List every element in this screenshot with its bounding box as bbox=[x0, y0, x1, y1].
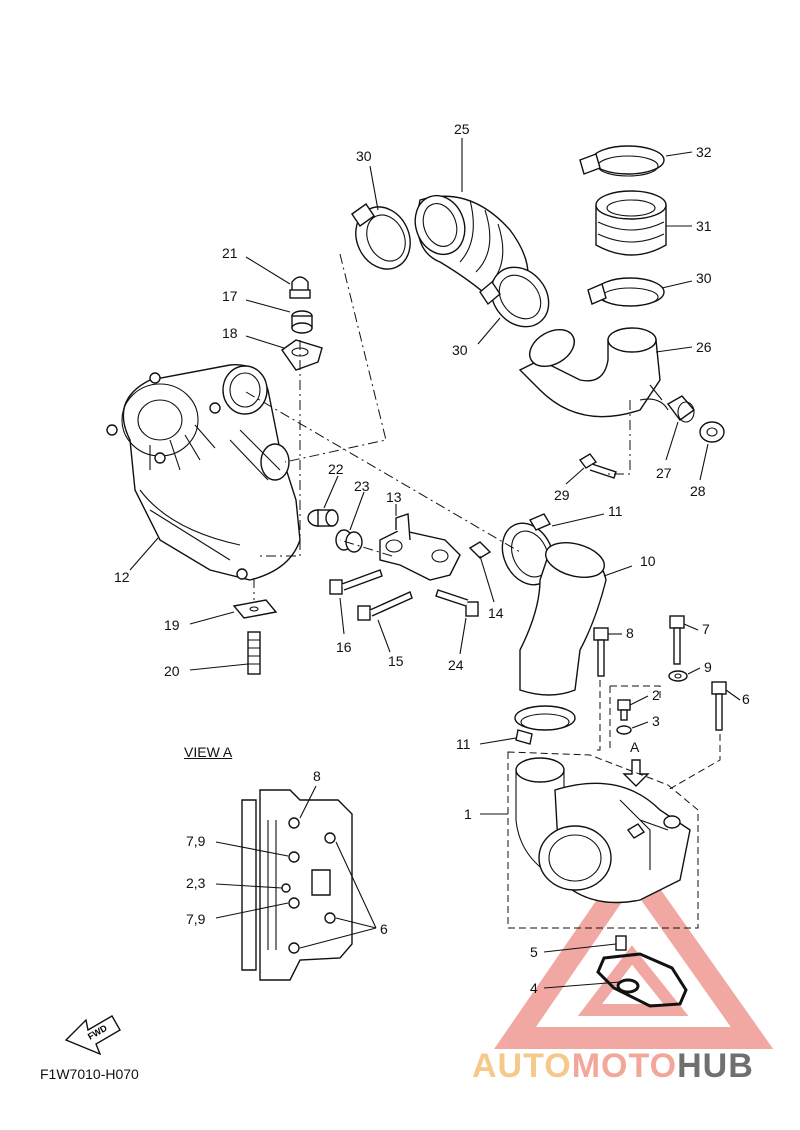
callout-11-bottom: 11 bbox=[456, 736, 471, 752]
callout-view-7-9-a: 7,9 bbox=[186, 833, 206, 849]
callout-10: 10 bbox=[640, 553, 656, 569]
callout-30-mid: 30 bbox=[452, 342, 468, 358]
grommet-27 bbox=[666, 395, 696, 423]
watermark-hub: HUB bbox=[677, 1047, 754, 1085]
callout-view-2-3: 2,3 bbox=[186, 875, 206, 891]
callout-7: 7 bbox=[702, 621, 710, 637]
clamp-11-bottom bbox=[514, 705, 576, 745]
dashed-frames bbox=[507, 680, 721, 929]
callout-view-6: 6 bbox=[380, 921, 388, 937]
sleeve-31 bbox=[595, 190, 667, 256]
leader-lines bbox=[129, 138, 741, 989]
plug-5 bbox=[615, 935, 627, 951]
fwd-arrow-icon: FWD bbox=[64, 1015, 121, 1056]
clamp-30-middle bbox=[479, 266, 550, 328]
callout-2: 2 bbox=[652, 687, 660, 703]
plate-19 bbox=[232, 599, 278, 619]
callout-view-7-9-b: 7,9 bbox=[186, 911, 206, 927]
bolt-24 bbox=[435, 589, 479, 617]
callout-9: 9 bbox=[704, 659, 712, 675]
watermark-text: AUTOMOTOHUB bbox=[472, 1047, 754, 1086]
watermark-moto: MOTO bbox=[571, 1047, 678, 1085]
callout-28: 28 bbox=[690, 483, 706, 499]
callout-4: 4 bbox=[530, 980, 538, 996]
grommet-18 bbox=[281, 339, 323, 371]
gasket-3 bbox=[616, 725, 632, 735]
callout-18: 18 bbox=[222, 325, 238, 341]
bolt-8 bbox=[593, 627, 609, 677]
callout-24: 24 bbox=[448, 657, 464, 673]
figure-code: F1W7010-H070 bbox=[40, 1066, 139, 1082]
callout-26: 26 bbox=[696, 339, 712, 355]
callout-30-top: 30 bbox=[356, 148, 372, 164]
bracket-13 bbox=[379, 513, 461, 581]
callout-8: 8 bbox=[626, 625, 634, 641]
callout-29: 29 bbox=[554, 487, 570, 503]
clamp-30-right bbox=[587, 277, 665, 307]
cap-21 bbox=[289, 276, 311, 299]
bolt-6 bbox=[711, 681, 727, 731]
callout-13: 13 bbox=[386, 489, 402, 505]
callout-5: 5 bbox=[530, 944, 538, 960]
clamp-32 bbox=[579, 145, 665, 177]
callout-19: 19 bbox=[164, 617, 180, 633]
turbocharger-1 bbox=[515, 757, 691, 904]
callout-14: 14 bbox=[488, 605, 504, 621]
arrow-a-letter: A bbox=[630, 739, 640, 755]
callout-1: 1 bbox=[464, 806, 472, 822]
callout-view-8: 8 bbox=[313, 768, 321, 784]
hose-10 bbox=[519, 542, 607, 696]
callout-31: 31 bbox=[696, 218, 712, 234]
view-a-label: VIEW A bbox=[184, 744, 233, 760]
clamp-30-left bbox=[351, 203, 411, 270]
callout-25: 25 bbox=[454, 121, 470, 137]
gasket-4 bbox=[596, 952, 688, 1008]
callout-labels: 32 25 30 31 30 30 26 21 17 18 27 28 29 2… bbox=[114, 121, 750, 996]
bolt-16 bbox=[329, 569, 383, 595]
washer-9 bbox=[668, 670, 688, 682]
collar-14 bbox=[468, 541, 492, 559]
callout-12: 12 bbox=[114, 569, 130, 585]
alignment-lines bbox=[245, 253, 631, 600]
elbow-26 bbox=[518, 327, 669, 418]
bolt-2 bbox=[617, 699, 631, 721]
callout-27: 27 bbox=[656, 465, 672, 481]
bolt-7 bbox=[669, 615, 685, 665]
callout-20: 20 bbox=[164, 663, 180, 679]
collar-17 bbox=[291, 310, 313, 334]
callout-17: 17 bbox=[222, 288, 238, 304]
bolt-29 bbox=[578, 453, 617, 479]
exhaust-manifold-12 bbox=[106, 364, 301, 581]
callout-22: 22 bbox=[328, 461, 344, 477]
collar-22 bbox=[307, 509, 339, 527]
bolt-15 bbox=[357, 591, 413, 621]
callout-32: 32 bbox=[696, 144, 712, 160]
stud-20 bbox=[247, 631, 261, 675]
collar-28 bbox=[699, 421, 725, 443]
callout-11-top: 11 bbox=[608, 503, 623, 519]
callout-16: 16 bbox=[336, 639, 352, 655]
view-a-detail bbox=[241, 789, 353, 981]
callout-23: 23 bbox=[354, 478, 370, 494]
callout-3: 3 bbox=[652, 713, 660, 729]
callout-30-right: 30 bbox=[696, 270, 712, 286]
callout-6: 6 bbox=[742, 691, 750, 707]
watermark-auto: AUTO bbox=[472, 1047, 572, 1085]
callout-15: 15 bbox=[388, 653, 404, 669]
view-arrow-a bbox=[622, 759, 650, 787]
grommet-23 bbox=[335, 529, 363, 553]
callout-21: 21 bbox=[222, 245, 238, 261]
